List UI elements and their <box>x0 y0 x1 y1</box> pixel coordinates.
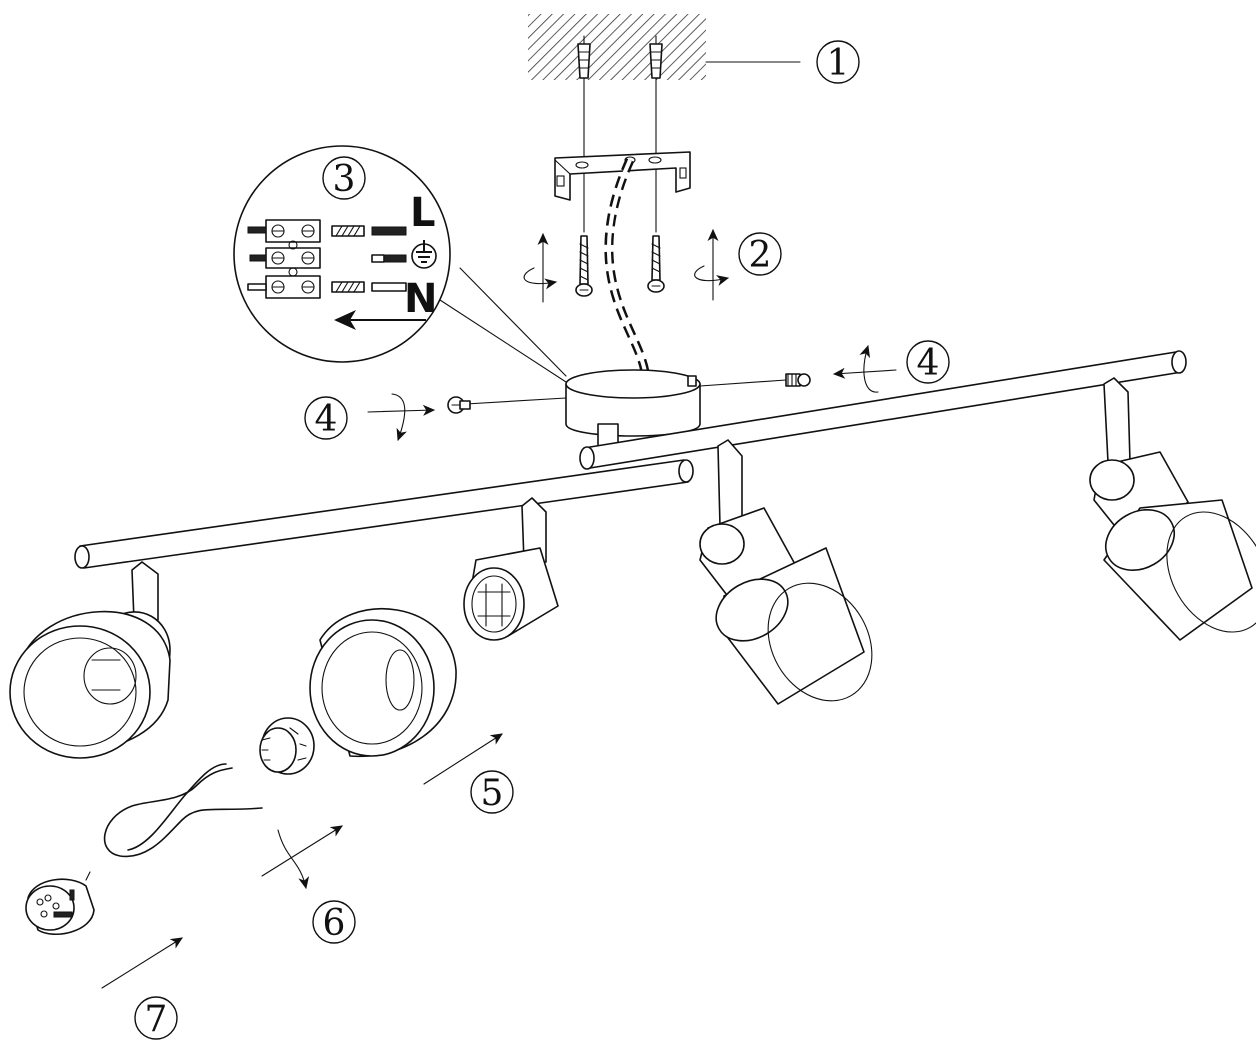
neutral-label: N <box>404 276 437 322</box>
rotate-arrow-icon <box>261 825 343 890</box>
svg-text:5: 5 <box>481 773 504 814</box>
direction-arrow-icon <box>423 733 503 785</box>
svg-text:4: 4 <box>315 399 338 440</box>
callout-6: 6 <box>312 900 356 944</box>
wire-earth <box>371 254 407 263</box>
rotate-arrow-icon <box>523 232 558 303</box>
callout-1: 1 <box>816 40 860 84</box>
svg-text:1: 1 <box>827 43 850 84</box>
callout-4-right: 4 <box>906 340 950 384</box>
wall-plug-left <box>577 35 591 79</box>
wire-neutral <box>331 281 407 293</box>
rotate-arrow-icon <box>367 393 436 442</box>
screw-right <box>647 235 665 293</box>
spotlight-right <box>1089 377 1256 641</box>
ceiling-block <box>528 14 801 80</box>
terminal-block <box>247 219 321 299</box>
canopy <box>565 369 701 452</box>
direction-arrow-icon <box>101 937 183 989</box>
rotate-arrow-icon <box>832 344 897 393</box>
callout-4-left: 4 <box>304 396 348 440</box>
callout-3: 3 <box>322 156 366 200</box>
side-screw-left <box>447 396 567 414</box>
bulb <box>25 871 95 935</box>
front-track-bar <box>74 459 694 569</box>
svg-text:2: 2 <box>749 235 772 276</box>
spotlight-mid-right <box>699 439 873 705</box>
wire-live <box>331 225 407 237</box>
callout-7: 7 <box>134 996 178 1040</box>
power-cable <box>604 158 650 373</box>
callout-2: 2 <box>738 232 782 276</box>
wiring-detail-bubble <box>233 145 567 383</box>
lamp-shade <box>309 608 457 758</box>
spotlight-left <box>9 561 171 759</box>
ground-symbol-icon <box>411 240 437 269</box>
live-label: L <box>410 190 436 236</box>
side-screw-right <box>699 373 811 387</box>
svg-text:3: 3 <box>333 159 356 200</box>
spring-clip <box>103 763 263 858</box>
svg-text:7: 7 <box>145 999 168 1040</box>
svg-text:4: 4 <box>917 343 940 384</box>
rotate-arrow-icon <box>694 228 730 301</box>
wall-plug-right <box>649 35 663 79</box>
retaining-ring <box>259 717 315 775</box>
callout-5: 5 <box>470 770 514 814</box>
svg-text:6: 6 <box>323 903 346 944</box>
screw-left <box>575 235 593 297</box>
back-track-bar <box>579 350 1187 470</box>
socket-holder <box>463 497 559 641</box>
